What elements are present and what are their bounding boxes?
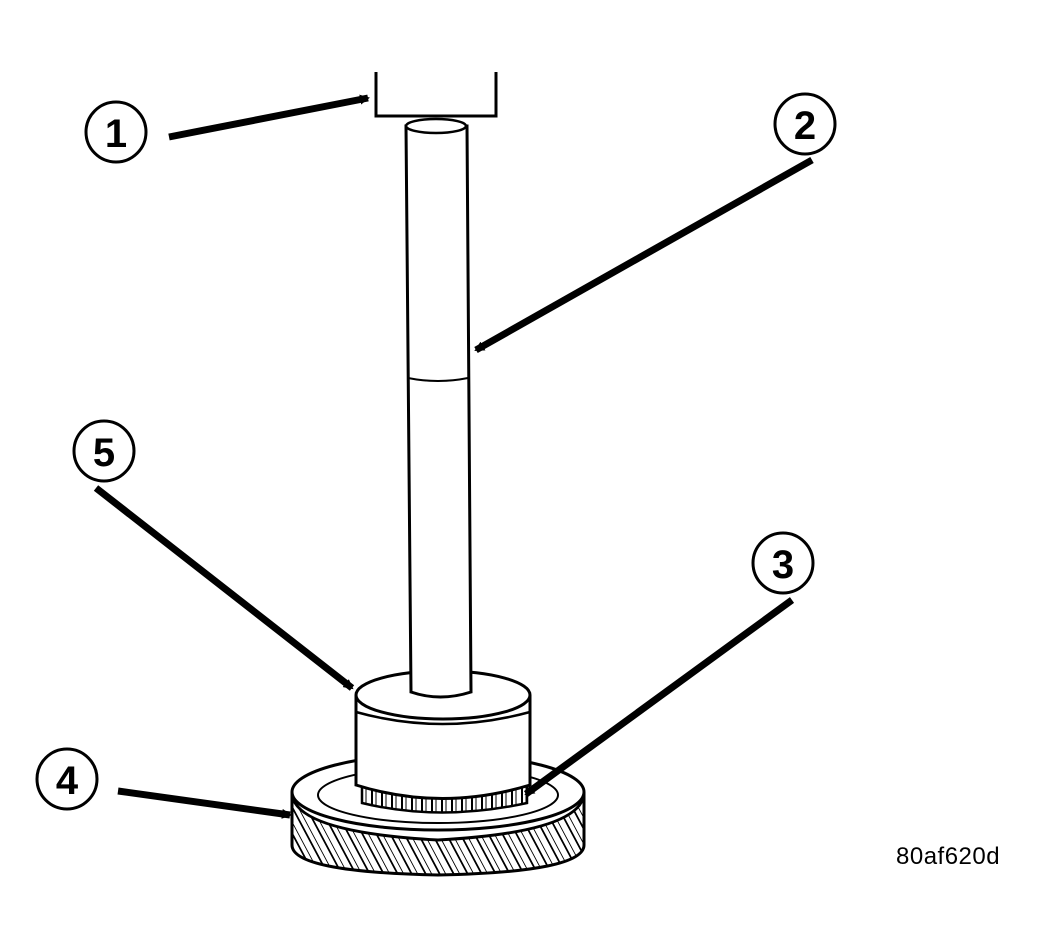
leader-arrow-2 (474, 156, 814, 354)
leader-arrows (93, 94, 814, 819)
leader-arrow-1 (168, 94, 370, 141)
leader-arrow-3 (523, 597, 795, 797)
callout-3-number: 3 (772, 543, 794, 587)
leader-arrow-5 (93, 485, 355, 691)
figure-id: 80af620d (896, 843, 1001, 870)
callout-3: 3 (751, 531, 815, 595)
callout-1: 1 (84, 100, 148, 164)
press-ram (374, 72, 498, 118)
callout-5: 5 (72, 419, 136, 483)
driver-handle (404, 117, 473, 699)
callout-1-number: 1 (105, 112, 127, 156)
callout-2-number: 2 (794, 104, 816, 148)
leader-arrow-4 (117, 787, 292, 819)
callout-4: 4 (35, 747, 99, 811)
callout-2: 2 (773, 92, 837, 156)
callout-5-number: 5 (93, 431, 115, 475)
callout-4-number: 4 (56, 759, 79, 803)
